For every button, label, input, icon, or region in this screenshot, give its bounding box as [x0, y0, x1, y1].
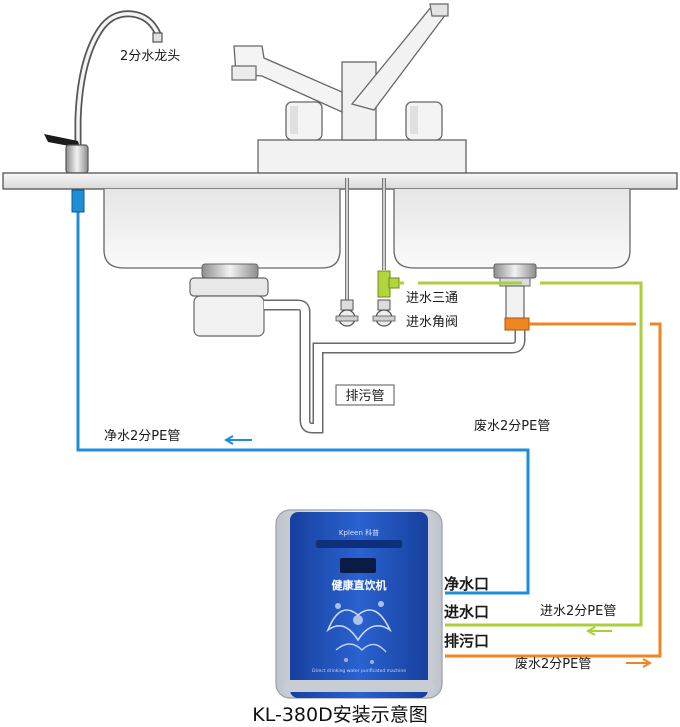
sink-basin-left: [103, 189, 341, 269]
device-name: 健康直饮机: [332, 578, 387, 592]
waste-flow-arrow: [626, 658, 653, 668]
right-sink-drain: [493, 263, 537, 331]
countertop: [2, 172, 678, 190]
clean-water-line: [76, 212, 530, 595]
angle-valve-right: [372, 299, 396, 327]
inlet-water-line: [399, 281, 643, 627]
angle-valve-left: [335, 299, 359, 327]
purified-water-faucet: [44, 10, 163, 174]
clean-flow-arrow: [223, 435, 252, 445]
waste-water-line: [445, 322, 662, 658]
sink-basin-right: [393, 189, 631, 269]
label-inlet-pipe: 进水2分PE管: [540, 604, 616, 619]
clean-water-inlet-marker: [71, 189, 85, 213]
left-sink-drain: [189, 263, 269, 337]
port-water-in: 进水口: [444, 603, 489, 621]
label-waste-pipe-top: 废水2分PE管: [474, 418, 550, 434]
port-clean-out: 净水口: [444, 575, 489, 593]
label-angle-valve: 进水角阀: [406, 315, 458, 330]
purifier-device: [275, 509, 443, 699]
device-brand: Kpleen 科普: [339, 528, 379, 537]
label-three-way: 进水三通: [406, 291, 458, 306]
label-drain-pipe: 排污管: [345, 389, 384, 404]
label-waste-pipe-bottom: 废水2分PE管: [515, 656, 591, 672]
inlet-three-way-fitting: [377, 270, 400, 298]
faucet-supply-hoses: [345, 178, 386, 300]
inlet-flow-arrow: [585, 626, 612, 636]
drain-label-box: [335, 384, 395, 406]
port-drain-out: 排污口: [444, 632, 489, 650]
label-faucet: 2分水龙头: [120, 49, 180, 64]
device-subtitle: Direct drinking water purificated machin…: [312, 668, 406, 674]
kitchen-mixing-faucet: [231, 3, 467, 177]
diagram-title: KL-380D安装示意图: [252, 704, 427, 726]
label-clean-pipe: 净水2分PE管: [104, 429, 180, 444]
